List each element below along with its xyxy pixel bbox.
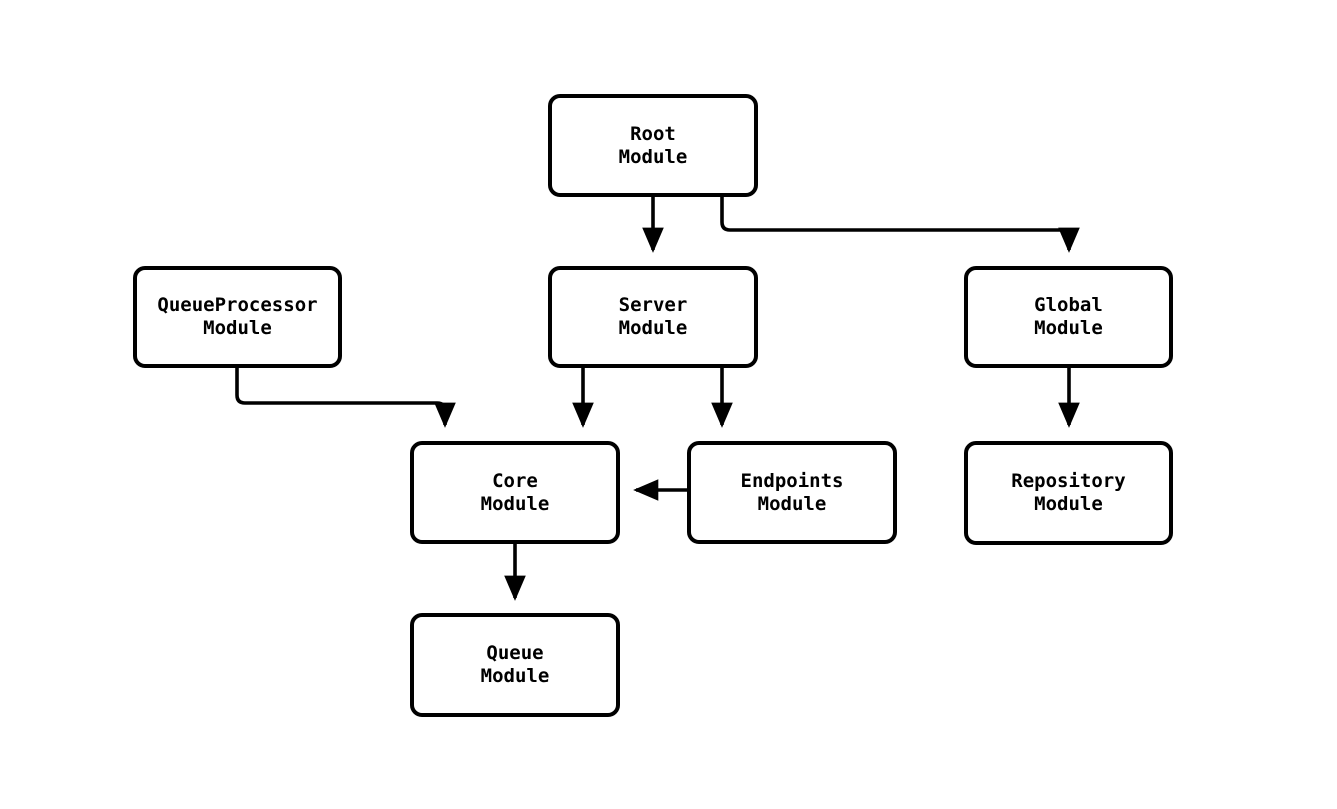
node-root-module[interactable]: Root Module [548,94,758,197]
node-repository-module-line2: Module [1034,493,1103,515]
node-server-module[interactable]: Server Module [548,266,758,368]
node-queue-module-line2: Module [480,665,550,687]
node-core-module-line1: Core [492,469,538,492]
node-core-module[interactable]: Core Module [410,441,620,544]
node-endpoints-module-line2: Module [757,492,827,515]
node-queue-module-line1: Queue [486,642,544,664]
node-repository-module[interactable]: Repository Module [964,441,1173,545]
node-repository-module-line1: Repository [1011,470,1126,492]
node-root-module-line1: Root [630,122,676,145]
node-global-module-line2: Module [1034,317,1103,339]
node-queueprocessor-module-line2: Module [203,317,272,339]
node-endpoints-module-line1: Endpoints [740,469,844,492]
node-endpoints-module[interactable]: Endpoints Module [687,441,897,544]
node-queueprocessor-module-line1: QueueProcessor [157,294,318,316]
edge-root-to-global [720,197,1080,253]
node-queue-module[interactable]: Queue Module [410,613,620,717]
node-queueprocessor-module[interactable]: QueueProcessor Module [133,266,342,368]
node-root-module-line2: Module [618,145,688,168]
edge-queueprocessor-to-core [235,368,456,428]
node-global-module[interactable]: Global Module [964,266,1173,368]
node-server-module-line1: Server [618,294,688,316]
node-server-module-line2: Module [618,317,688,339]
node-core-module-line2: Module [480,492,550,515]
node-global-module-line1: Global [1034,294,1103,316]
